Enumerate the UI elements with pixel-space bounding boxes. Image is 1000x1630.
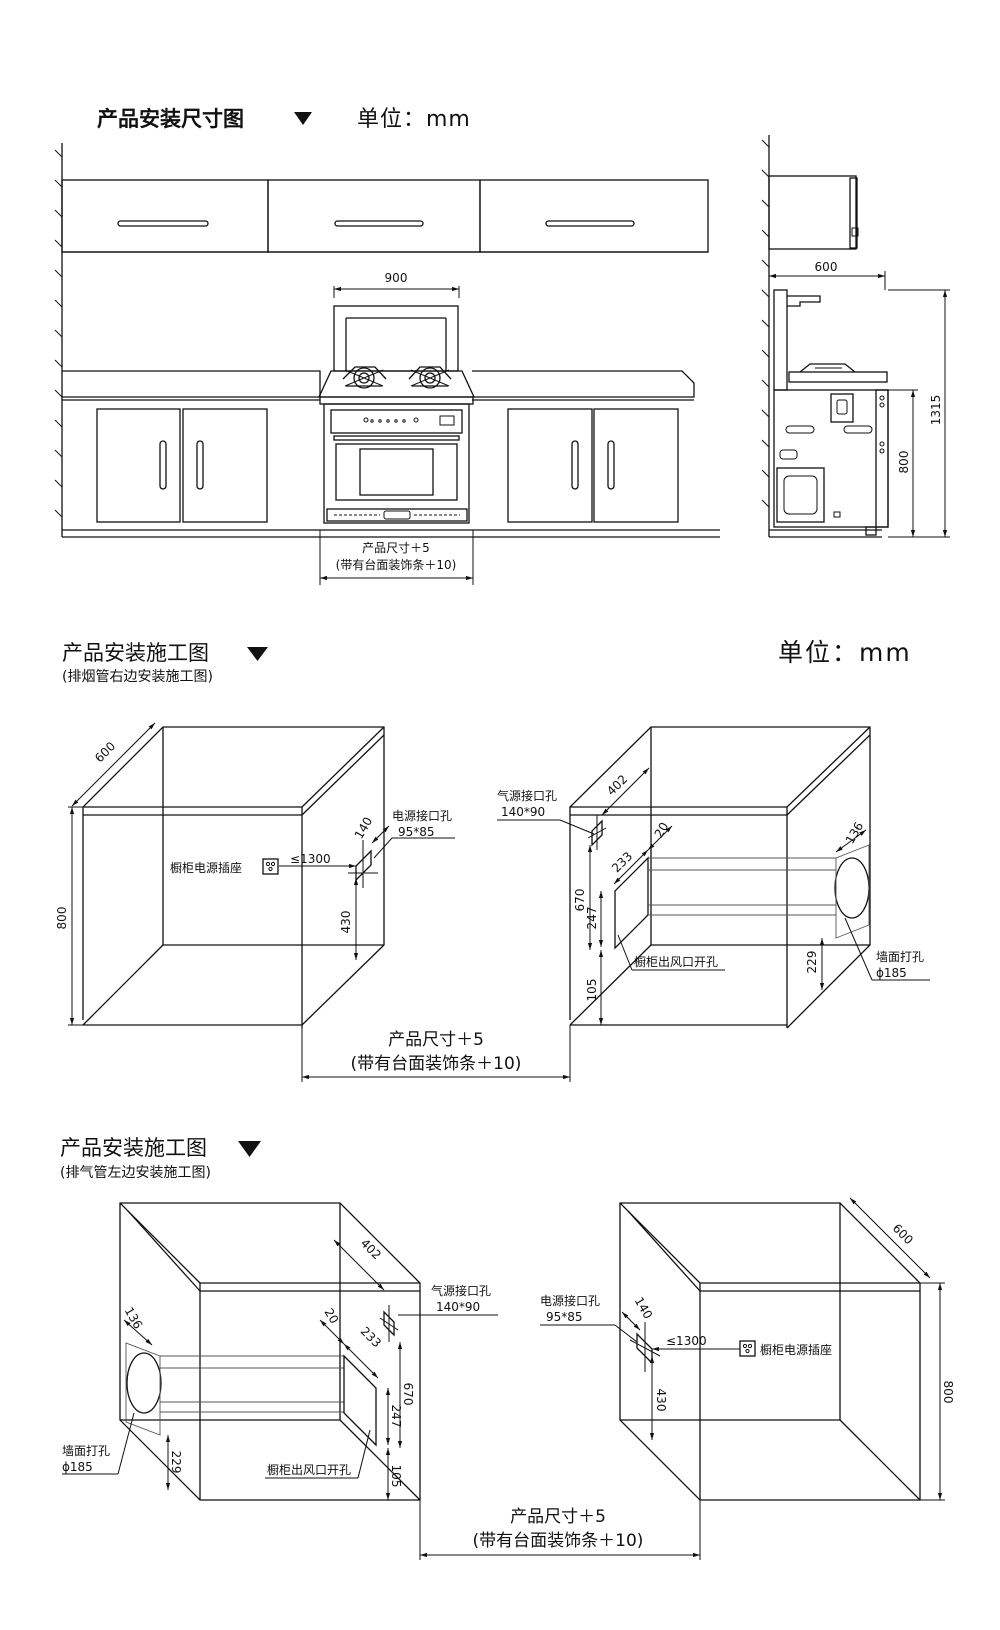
section1-title: 产品安装尺寸图 [97, 107, 244, 131]
s2-wall-hole-size: ϕ185 [876, 966, 907, 980]
s3-wall-hole [126, 1352, 162, 1414]
section1-header: 产品安装尺寸图 单位：mm [97, 107, 471, 132]
s2-vent-label: 橱柜出风口开孔 [634, 955, 718, 969]
s3-wall-hole-offset: 136 [122, 1305, 146, 1332]
section3-left-cabinet: 136 229 墙面打孔 ϕ185 402 气源接口孔 140*90 20 23… [62, 1202, 498, 1501]
section1-note-line2: (带有台面装饰条＋10) [336, 557, 457, 572]
section2-right-cabinet: 402 气源接口孔 140*90 233 20 247 670 105 橱柜出风… [497, 726, 930, 1029]
s2-note-line1: 产品尺寸＋5 [388, 1030, 484, 1050]
s2-dim-600-label: 600 [92, 739, 118, 765]
s3-power-hole-size: 95*85 [546, 1310, 583, 1324]
s3-vent-bottom: 105 [389, 1465, 403, 1488]
s2-wall-hole-offset: 136 [843, 820, 867, 847]
s2-dim-800-label: 800 [55, 907, 69, 930]
s3-gas-hole-dim: 402 [358, 1236, 384, 1262]
s3-wall-hole-size: ϕ185 [62, 1460, 93, 1474]
s3-power-hole-dim: 140 [632, 1295, 656, 1322]
burner-right-icon [408, 366, 452, 389]
s3-socket-height: ≤1300 [666, 1334, 707, 1348]
side-elevation: 600 1315 800 [761, 135, 950, 538]
s3-note-line2: (带有台面装饰条＋10) [473, 1531, 644, 1551]
s2-vent-top: 670 [573, 889, 587, 912]
s3-socket-label: 橱柜电源插座 [760, 1342, 832, 1357]
section3-right-cabinet: 600 800 140 电源接口孔 95*85 430 ≤1300 橱柜电源插座 [540, 1197, 955, 1501]
section3-header: 产品安装施工图 (排气管左边安装施工图) [60, 1136, 261, 1181]
s3-vent-opening [343, 1354, 377, 1447]
s2-vent-width: 233 [609, 849, 635, 875]
s3-vent-gap: 20 [322, 1306, 342, 1326]
section3-triangle-icon [238, 1141, 261, 1157]
s2-power-hole-dim: 140 [352, 815, 376, 842]
section3-bottom-dim: 产品尺寸＋5 (带有台面装饰条＋10) [419, 1500, 701, 1560]
section1-note-line1: 产品尺寸＋5 [362, 541, 430, 555]
s2-power-hole-label: 电源接口孔 [392, 808, 452, 823]
s2-power-hole-size: 95*85 [398, 825, 435, 839]
s2-socket-height: ≤1300 [290, 852, 331, 866]
s2-socket-label: 橱柜电源插座 [170, 860, 242, 875]
dim-800-side-label: 800 [897, 451, 911, 474]
s3-gas-hole-label: 气源接口孔 [431, 1283, 491, 1298]
s2-vent-gap: 20 [652, 820, 672, 840]
s2-wall-hole-label: 墙面打孔 [876, 950, 924, 964]
section2-subtitle: (排烟管右边安装施工图) [62, 669, 213, 685]
s2-vent-height: 247 [585, 907, 599, 930]
section2-title: 产品安装施工图 [62, 641, 209, 665]
section1-triangle-icon [294, 112, 312, 125]
s2-wall-hole-height: 229 [805, 951, 819, 974]
s2-dim-430-label: 430 [339, 911, 353, 934]
s2-gas-hole-label: 气源接口孔 [497, 788, 557, 803]
s3-power-hole-label: 电源接口孔 [540, 1293, 600, 1308]
section1-unit: 单位：mm [357, 107, 471, 132]
burner-left-icon [342, 366, 387, 389]
s3-dim-430-label: 430 [654, 1389, 668, 1412]
front-elevation: 900 [54, 143, 720, 585]
s2-gas-hole-size: 140*90 [501, 805, 545, 819]
section3-subtitle: (排气管左边安装施工图) [60, 1165, 211, 1181]
s2-note-line2: (带有台面装饰条＋10) [351, 1054, 522, 1074]
s3-vent-label: 橱柜出风口开孔 [267, 1463, 351, 1477]
s2-power-hole [355, 849, 372, 882]
section2-triangle-icon [247, 647, 268, 661]
dim-1315-label: 1315 [929, 395, 943, 426]
s3-dim-600-label: 600 [890, 1221, 916, 1247]
s3-dim-800-label: 800 [941, 1381, 955, 1404]
s2-socket-icon [262, 858, 279, 875]
section2-bottom-dim: 产品尺寸＋5 (带有台面装饰条＋10) [301, 1025, 571, 1082]
dim-900-label: 900 [385, 271, 408, 285]
s2-wall-hole [834, 857, 870, 919]
section2-header: 产品安装施工图 (排烟管右边安装施工图) 单位：mm [62, 638, 912, 685]
s2-gas-hole-dim: 402 [604, 772, 630, 798]
s2-vent-bottom: 105 [585, 979, 599, 1002]
s3-vent-width: 233 [358, 1324, 384, 1350]
s3-vent-height: 247 [389, 1405, 403, 1428]
s3-vent-top: 670 [401, 1383, 415, 1406]
s3-gas-hole-size: 140*90 [436, 1300, 480, 1314]
section3-title: 产品安装施工图 [60, 1136, 207, 1160]
s3-socket-icon [739, 1340, 756, 1357]
s3-note-line1: 产品尺寸＋5 [510, 1507, 606, 1527]
section2-unit: 单位：mm [778, 638, 912, 667]
s3-wall-hole-height: 229 [169, 1451, 183, 1474]
dim-600-side-label: 600 [815, 260, 838, 274]
s3-wall-hole-label: 墙面打孔 [62, 1444, 110, 1458]
section2-left-cabinet: 600 800 140 电源接口孔 95*85 430 橱柜电源插座 ≤1300 [55, 722, 455, 1028]
